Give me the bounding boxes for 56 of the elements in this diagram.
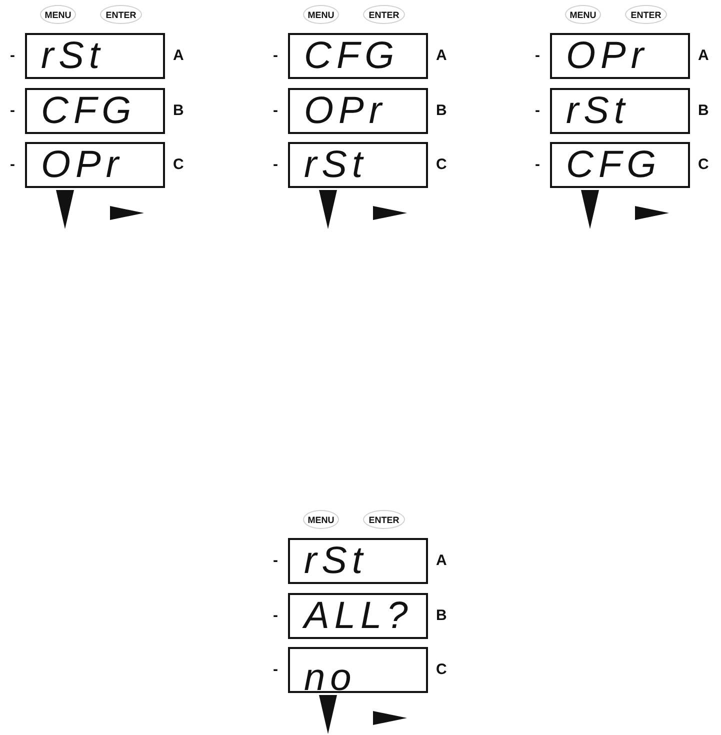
display-readout: CFG [566,146,662,184]
line-letter: A [173,48,184,64]
dash-mark: - [273,553,278,569]
display-readout: CFG [304,37,400,75]
lcd-display [288,593,428,639]
dash-mark: - [10,157,15,173]
dash-mark: - [273,662,278,678]
menu-button: MENU [565,5,601,24]
enter-button: ENTER [363,510,405,529]
display-readout: rSt [304,542,368,580]
display-readout: ALL? [304,597,413,635]
enter-button: ENTER [625,5,667,24]
display-readout: no [304,659,356,691]
line-letter: C [698,157,709,173]
line-letter: B [436,103,447,119]
lcd-display [25,142,165,188]
line-letter: C [173,157,184,173]
line-letter: B [436,608,447,624]
line-letter: C [436,157,447,173]
lcd-display [288,88,428,134]
line-letter: A [436,48,447,64]
line-letter: A [698,48,709,64]
line-letter: C [436,662,447,678]
dash-mark: - [535,103,540,119]
dash-mark: - [535,157,540,173]
lcd-display [550,88,690,134]
dash-mark: - [273,608,278,624]
lcd-display [25,88,165,134]
lcd-display [288,647,428,693]
display-readout: OPr [41,146,124,184]
line-letter: A [436,553,447,569]
display-readout: CFG [41,92,136,130]
lcd-display [288,33,428,79]
display-readout: rSt [566,92,630,130]
display-readout: OPr [304,92,387,130]
dash-mark: - [10,48,15,64]
enter-button: ENTER [363,5,405,24]
menu-button: MENU [40,5,76,24]
display-readout: rSt [304,146,368,184]
lcd-display [550,33,690,79]
lcd-display [25,33,165,79]
dash-mark: - [535,48,540,64]
dash-mark: - [273,157,278,173]
enter-button: ENTER [100,5,142,24]
dash-mark: - [273,103,278,119]
dash-mark: - [273,48,278,64]
display-readout: rSt [41,37,105,75]
dash-mark: - [10,103,15,119]
menu-button: MENU [303,5,339,24]
lcd-display [288,538,428,584]
line-letter: B [173,103,184,119]
line-letter: B [698,103,709,119]
lcd-display [288,142,428,188]
display-readout: OPr [566,37,649,75]
lcd-display [550,142,690,188]
menu-button: MENU [303,510,339,529]
